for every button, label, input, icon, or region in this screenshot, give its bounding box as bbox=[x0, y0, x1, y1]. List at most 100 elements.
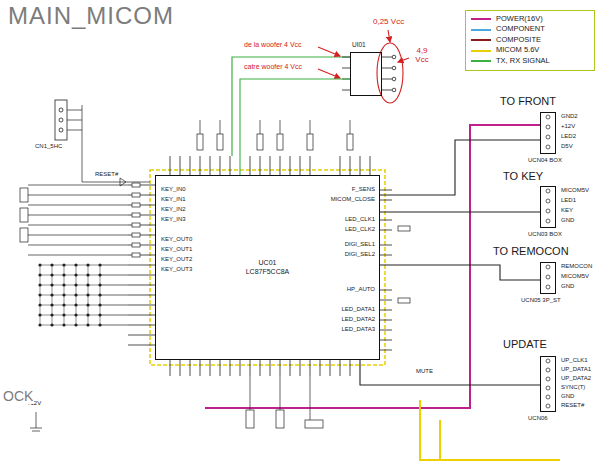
top-components bbox=[257, 134, 263, 150]
wire-connector bbox=[380, 265, 540, 280]
bottom-components bbox=[30, 376, 310, 431]
pin-label: GND bbox=[560, 283, 575, 290]
left-wires bbox=[120, 178, 126, 186]
voltage-note: 0,25 Vcc bbox=[372, 17, 405, 26]
part-ref: UCN04 BOX bbox=[527, 157, 563, 164]
annotation-marks bbox=[318, 47, 340, 56]
connector-body bbox=[540, 186, 556, 228]
connector-pins bbox=[546, 145, 550, 149]
pin-label: LED2 bbox=[560, 133, 577, 140]
pin-label: MICOM5V bbox=[560, 273, 590, 280]
pin-label: KEY_IN0 bbox=[160, 186, 187, 193]
connector-pins bbox=[546, 395, 550, 399]
connector-body bbox=[540, 262, 556, 294]
pin-label: D5V bbox=[560, 143, 574, 150]
ic-pins bbox=[170, 156, 370, 175]
pin-label: GND bbox=[560, 393, 575, 400]
wire-connector bbox=[380, 211, 540, 212]
legend-row: POWER(16V) bbox=[471, 14, 589, 25]
annotation-marks bbox=[388, 30, 390, 42]
wire-connector bbox=[360, 360, 540, 385]
ic-pins bbox=[128, 156, 392, 376]
connector-pins bbox=[546, 285, 550, 289]
legend-row: MICOM 5.6V bbox=[471, 46, 589, 57]
legend-sample bbox=[471, 18, 491, 20]
chip-body bbox=[350, 52, 382, 96]
pin-label: LED_CLK1 bbox=[344, 216, 376, 223]
pin-label: +12V bbox=[560, 123, 576, 130]
pin-label: MICOM_CLOSE bbox=[330, 196, 376, 203]
signal-label: RESET# bbox=[94, 171, 119, 178]
connector-pins bbox=[546, 135, 550, 139]
top-components bbox=[277, 134, 283, 150]
pin-label: GND2 bbox=[560, 113, 579, 120]
pin-resistors bbox=[132, 213, 140, 217]
pin-label: KEY_IN1 bbox=[160, 196, 187, 203]
ic-pins bbox=[170, 360, 350, 376]
pin-resistors bbox=[132, 183, 140, 187]
connector-pins bbox=[546, 386, 550, 390]
top-components bbox=[200, 120, 350, 134]
left-wires bbox=[67, 105, 150, 182]
connector-body bbox=[540, 112, 556, 154]
connector-pins bbox=[546, 265, 550, 269]
node-heading: UI01 bbox=[352, 41, 366, 48]
ic-ring bbox=[150, 170, 385, 365]
annotation-marks bbox=[318, 30, 409, 103]
micom5v-line bbox=[420, 400, 560, 460]
pin-label: REMOCON bbox=[560, 263, 593, 270]
bottom-components bbox=[305, 420, 323, 428]
cn1-connector bbox=[55, 100, 67, 140]
connector-pins bbox=[546, 404, 550, 408]
legend-text: POWER(16V) bbox=[496, 15, 543, 24]
connector-pins bbox=[546, 125, 550, 129]
pin-label: KEY_OUT2 bbox=[160, 256, 193, 263]
wire-connector bbox=[240, 79, 350, 175]
pin-resistors bbox=[132, 203, 140, 207]
pin-resistors bbox=[20, 183, 140, 257]
ic-pins bbox=[128, 185, 155, 345]
connector-pins bbox=[546, 377, 550, 381]
section-title: OCK bbox=[2, 388, 34, 404]
keypad-matrix bbox=[34, 260, 106, 330]
connector-pins bbox=[546, 219, 550, 223]
pin-label: UP_DATA2 bbox=[560, 375, 592, 382]
bottom-components bbox=[398, 226, 410, 231]
legend-sample bbox=[471, 39, 491, 41]
top-components bbox=[307, 134, 313, 150]
top-components bbox=[197, 134, 203, 150]
legend-text: MICOM 5.6V bbox=[496, 46, 539, 55]
bottom-components bbox=[398, 298, 410, 303]
left-wires bbox=[28, 185, 128, 255]
top-components bbox=[347, 134, 353, 150]
pin-label: DIGI_SEL1 bbox=[344, 241, 376, 248]
pin-label: GND bbox=[560, 217, 575, 224]
pin-label: KEY_IN2 bbox=[160, 206, 187, 213]
chip-pins bbox=[392, 55, 396, 59]
pin-label: UP_DATA1 bbox=[560, 366, 592, 373]
part-ref: CN1_5HC bbox=[34, 143, 63, 150]
pin-label: MICOM5V bbox=[560, 187, 590, 194]
pin-label: LED_DATA1 bbox=[341, 306, 376, 313]
pin-label: KEY bbox=[560, 207, 574, 214]
legend-sample bbox=[471, 29, 491, 31]
pin-label: LED_DATA3 bbox=[341, 326, 376, 333]
pin-label: KEY_IN3 bbox=[160, 216, 187, 223]
top-components bbox=[197, 120, 353, 150]
top-components bbox=[217, 134, 223, 150]
annotation-marks bbox=[318, 69, 340, 78]
connector-pins bbox=[546, 368, 550, 372]
cn1-connector bbox=[55, 100, 67, 140]
legend-text: COMPOSITE bbox=[496, 36, 541, 45]
pin-resistors bbox=[132, 253, 140, 257]
legend-row: COMPOSITE bbox=[471, 35, 589, 46]
legend-sample bbox=[471, 50, 491, 52]
node-text: UC01 bbox=[259, 259, 277, 267]
node-heading: TO KEY bbox=[503, 170, 543, 183]
connector-pins bbox=[546, 189, 550, 193]
diagram-title: MAIN_MICOM bbox=[8, 2, 174, 30]
pin-label: KEY_OUT1 bbox=[160, 246, 193, 253]
ic-ring bbox=[150, 170, 385, 365]
